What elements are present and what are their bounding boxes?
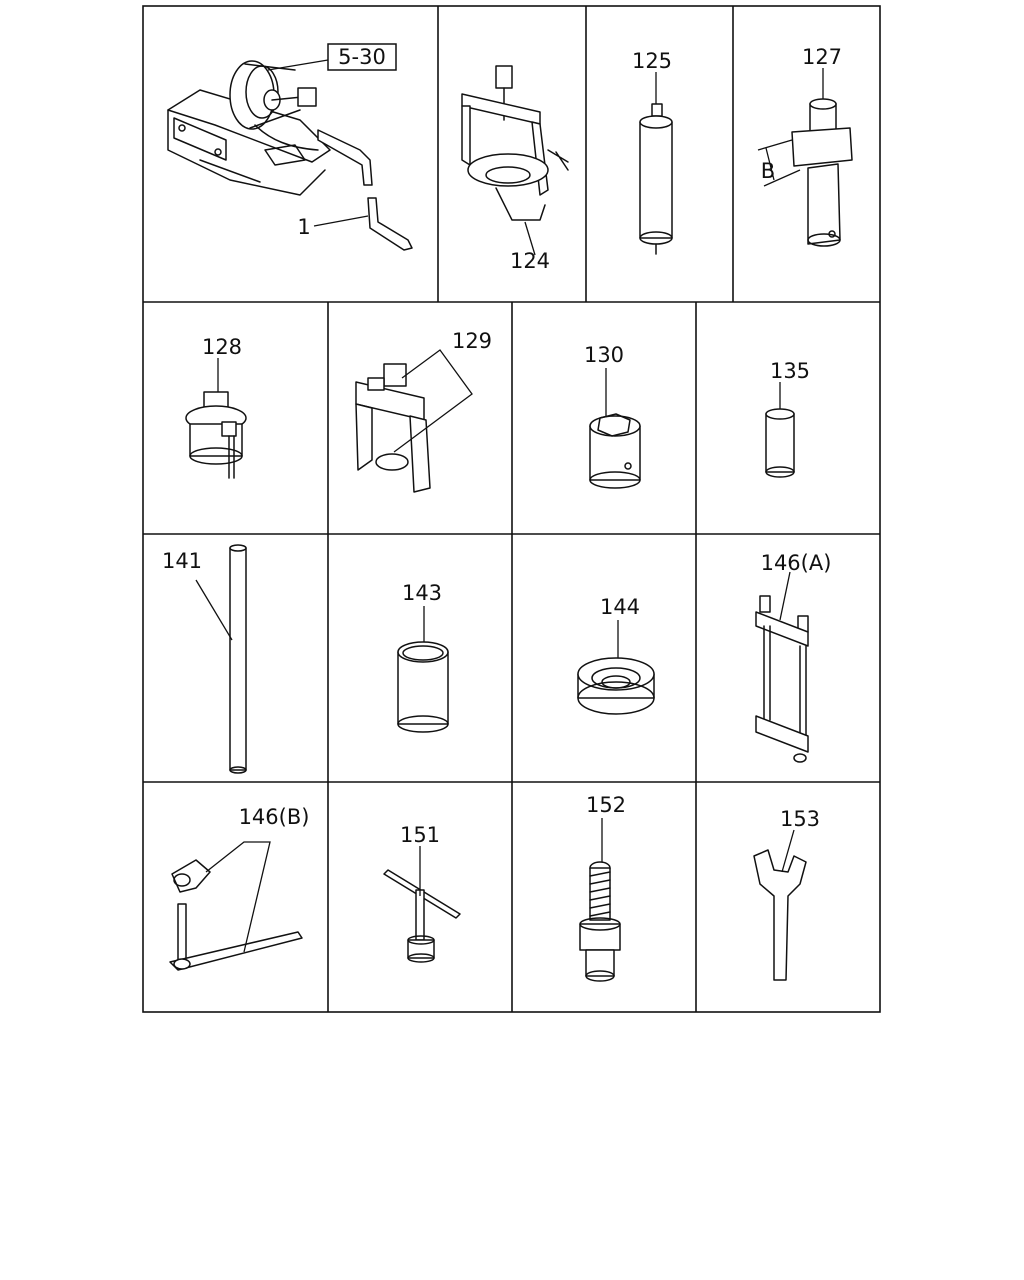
t-handle-illustration — [383, 869, 461, 963]
cell-part-146b: 146(B) — [169, 805, 310, 971]
bushing-illustration — [397, 641, 449, 733]
puller-illustration — [461, 65, 569, 221]
dimension-b-label: B — [761, 159, 775, 183]
label-part-144: 144 — [600, 595, 640, 619]
label-part-127: 127 — [802, 45, 842, 69]
cell-part-141: 141 — [162, 544, 247, 774]
leader-part-1 — [313, 215, 369, 227]
label-part-1: 1 — [297, 215, 310, 239]
cell-part-146a: 146(A) — [755, 551, 832, 763]
leader-ref-5-30 — [267, 59, 329, 71]
leader-part-146a — [779, 571, 791, 621]
ref-box — [327, 43, 397, 71]
cell-part-125: 125 — [632, 49, 673, 255]
leader-part-153 — [781, 829, 795, 873]
leader-part-129 — [393, 349, 473, 453]
ring-illustration — [577, 657, 655, 715]
cell-part-1: 5-30 1 — [167, 43, 413, 251]
label-part-130: 130 — [584, 343, 624, 367]
cell-part-144: 144 — [577, 595, 655, 715]
ref-box-label: 5-30 — [338, 45, 386, 69]
label-part-143: 143 — [402, 581, 442, 605]
cell-part-124: 124 — [461, 65, 569, 273]
adapter-tool-illustration — [185, 391, 247, 479]
label-part-125: 125 — [632, 49, 672, 73]
cell-part-152: 152 — [579, 793, 626, 982]
label-part-146a: 146(A) — [761, 551, 832, 575]
cylinder-tool-illustration — [639, 103, 673, 255]
cell-part-130: 130 — [584, 343, 641, 489]
label-part-152: 152 — [586, 793, 626, 817]
label-part-153: 153 — [780, 807, 820, 831]
cell-part-153: 153 — [753, 807, 820, 981]
sleeve-illustration — [765, 408, 795, 478]
rod-illustration — [229, 544, 247, 774]
label-part-141: 141 — [162, 549, 202, 573]
label-part-124: 124 — [510, 249, 550, 273]
label-part-135: 135 — [770, 359, 810, 383]
cell-part-135: 135 — [765, 359, 810, 478]
bearing-puller-illustration — [355, 363, 431, 493]
lever-illustration — [169, 859, 303, 971]
dimension-b: B — [757, 139, 801, 187]
cell-part-151: 151 — [383, 823, 461, 963]
label-part-151: 151 — [400, 823, 440, 847]
leader-part-141 — [195, 579, 233, 641]
cell-part-143: 143 — [397, 581, 449, 733]
leader-part-146b — [205, 841, 271, 953]
cell-part-127: B 127 — [757, 45, 853, 247]
cell-part-129: 129 — [355, 329, 492, 493]
label-part-146b: 146(B) — [239, 805, 310, 829]
engine-pulley-illustration — [167, 60, 373, 196]
grid-lines — [142, 5, 881, 1013]
label-part-129: 129 — [452, 329, 492, 353]
socket-tool-illustration — [791, 98, 853, 247]
wrench-illustration — [753, 849, 807, 981]
threaded-adapter-illustration — [579, 861, 621, 982]
cell-part-128: 128 — [185, 335, 247, 479]
crank-handle-illustration — [367, 197, 413, 251]
hex-socket-illustration — [589, 413, 641, 489]
press-frame-illustration — [755, 595, 809, 763]
label-part-128: 128 — [202, 335, 242, 359]
leader-part-124 — [524, 221, 536, 256]
